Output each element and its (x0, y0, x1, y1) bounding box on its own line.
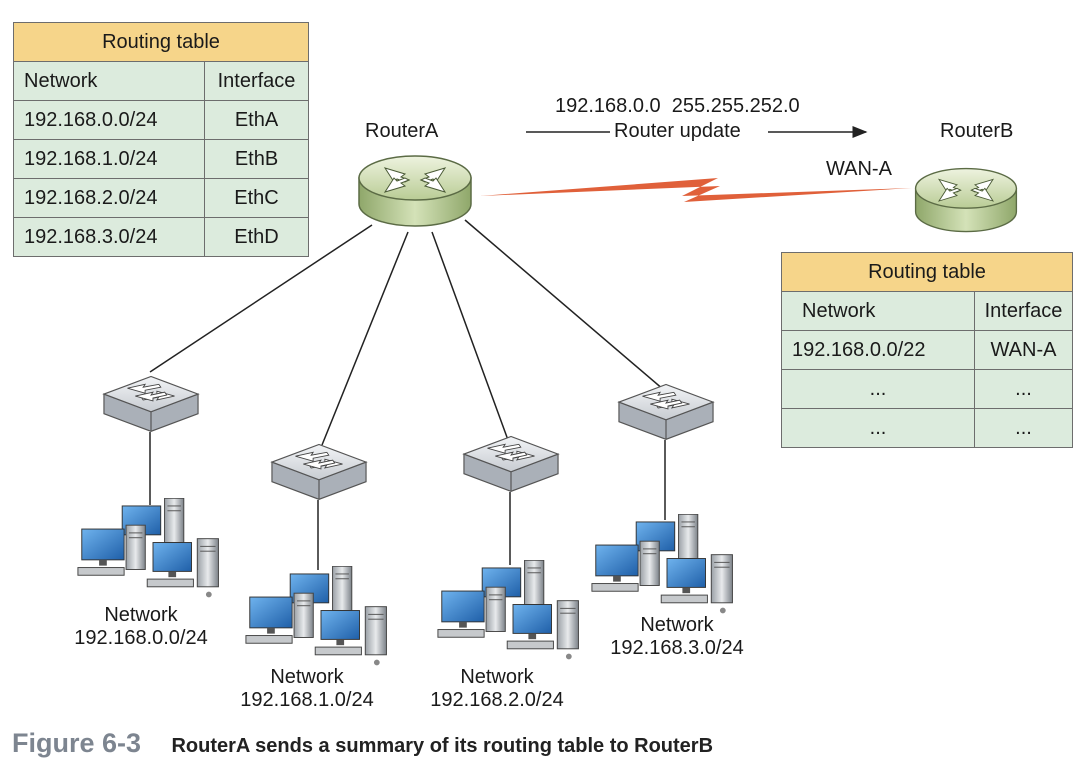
table-row: 192.168.0.0/24 EthA (13, 100, 309, 140)
router-a-label: RouterA (365, 120, 439, 142)
workstations-icon-1 (77, 498, 219, 598)
interface-cell: EthC (204, 178, 309, 218)
routing-table-a: Routing table Network Interface 192.168.… (13, 22, 309, 257)
switch-icon-3 (463, 435, 559, 492)
interface-cell: ... (974, 369, 1073, 409)
workstations-icon-2 (245, 566, 387, 666)
network-cell: 192.168.0.0/22 (781, 330, 975, 370)
network-cell: 192.168.3.0/24 (13, 217, 205, 257)
figure-caption-text: RouterA sends a summary of its routing t… (171, 735, 714, 757)
table-row: 192.168.2.0/24 EthC (13, 178, 309, 218)
column-header-network: Network (781, 291, 975, 331)
network-label-3: Network 192.168.3.0/24 (582, 614, 772, 660)
workstations-icon-3 (437, 560, 579, 660)
figure-caption: Figure 6-3 RouterA sends a summary of it… (12, 728, 713, 759)
table-title: Routing table (13, 22, 309, 62)
router-b-icon (914, 167, 1018, 233)
network-address: 192.168.2.0/24 (430, 689, 564, 711)
column-header-interface: Interface (204, 61, 309, 101)
summary-address-label: 192.168.0.0 255.255.252.0 (555, 95, 800, 117)
interface-cell: EthD (204, 217, 309, 257)
column-header-interface: Interface (974, 291, 1073, 331)
network-cell: ... (781, 408, 975, 448)
switch-drops (149, 432, 666, 570)
switch-icon-1 (103, 375, 199, 432)
interface-cell: EthA (204, 100, 309, 140)
lan-links (149, 219, 665, 446)
network-address: 192.168.1.0/24 (240, 689, 374, 711)
network-cell: 192.168.2.0/24 (13, 178, 205, 218)
routing-table-b: Routing table Network Interface 192.168.… (781, 252, 1073, 448)
router-a-icon (358, 155, 472, 227)
figure-number: Figure 6-3 (12, 728, 142, 758)
network-address: 192.168.0.0/24 (74, 627, 208, 649)
network-label-2: Network 192.168.2.0/24 (402, 666, 592, 712)
network-label-1: Network 192.168.1.0/24 (212, 666, 402, 712)
interface-cell: WAN-A (974, 330, 1073, 370)
wan-link (480, 178, 912, 202)
interface-cell: ... (974, 408, 1073, 448)
network-word: Network (640, 614, 714, 636)
table-row: 192.168.0.0/22 WAN-A (781, 330, 1073, 370)
network-word: Network (104, 604, 178, 626)
network-word: Network (460, 666, 534, 688)
interface-cell: EthB (204, 139, 309, 179)
workstations-icon-4 (591, 514, 733, 614)
network-cell: ... (781, 369, 975, 409)
table-title: Routing table (781, 252, 1073, 292)
wan-interface-label: WAN-A (826, 158, 892, 180)
network-word: Network (270, 666, 344, 688)
table-row: ... ... (781, 369, 1073, 409)
switch-icon-4 (618, 383, 714, 440)
router-b-label: RouterB (940, 120, 1014, 142)
table-row: ... ... (781, 408, 1073, 448)
network-label-0: Network 192.168.0.0/24 (46, 604, 236, 650)
network-cell: 192.168.1.0/24 (13, 139, 205, 179)
table-row: 192.168.1.0/24 EthB (13, 139, 309, 179)
switch-icon-2 (271, 443, 367, 500)
network-cell: 192.168.0.0/24 (13, 100, 205, 140)
table-row: 192.168.3.0/24 EthD (13, 217, 309, 257)
router-update-label: Router update (614, 120, 741, 142)
network-address: 192.168.3.0/24 (610, 637, 744, 659)
column-header-network: Network (13, 61, 205, 101)
